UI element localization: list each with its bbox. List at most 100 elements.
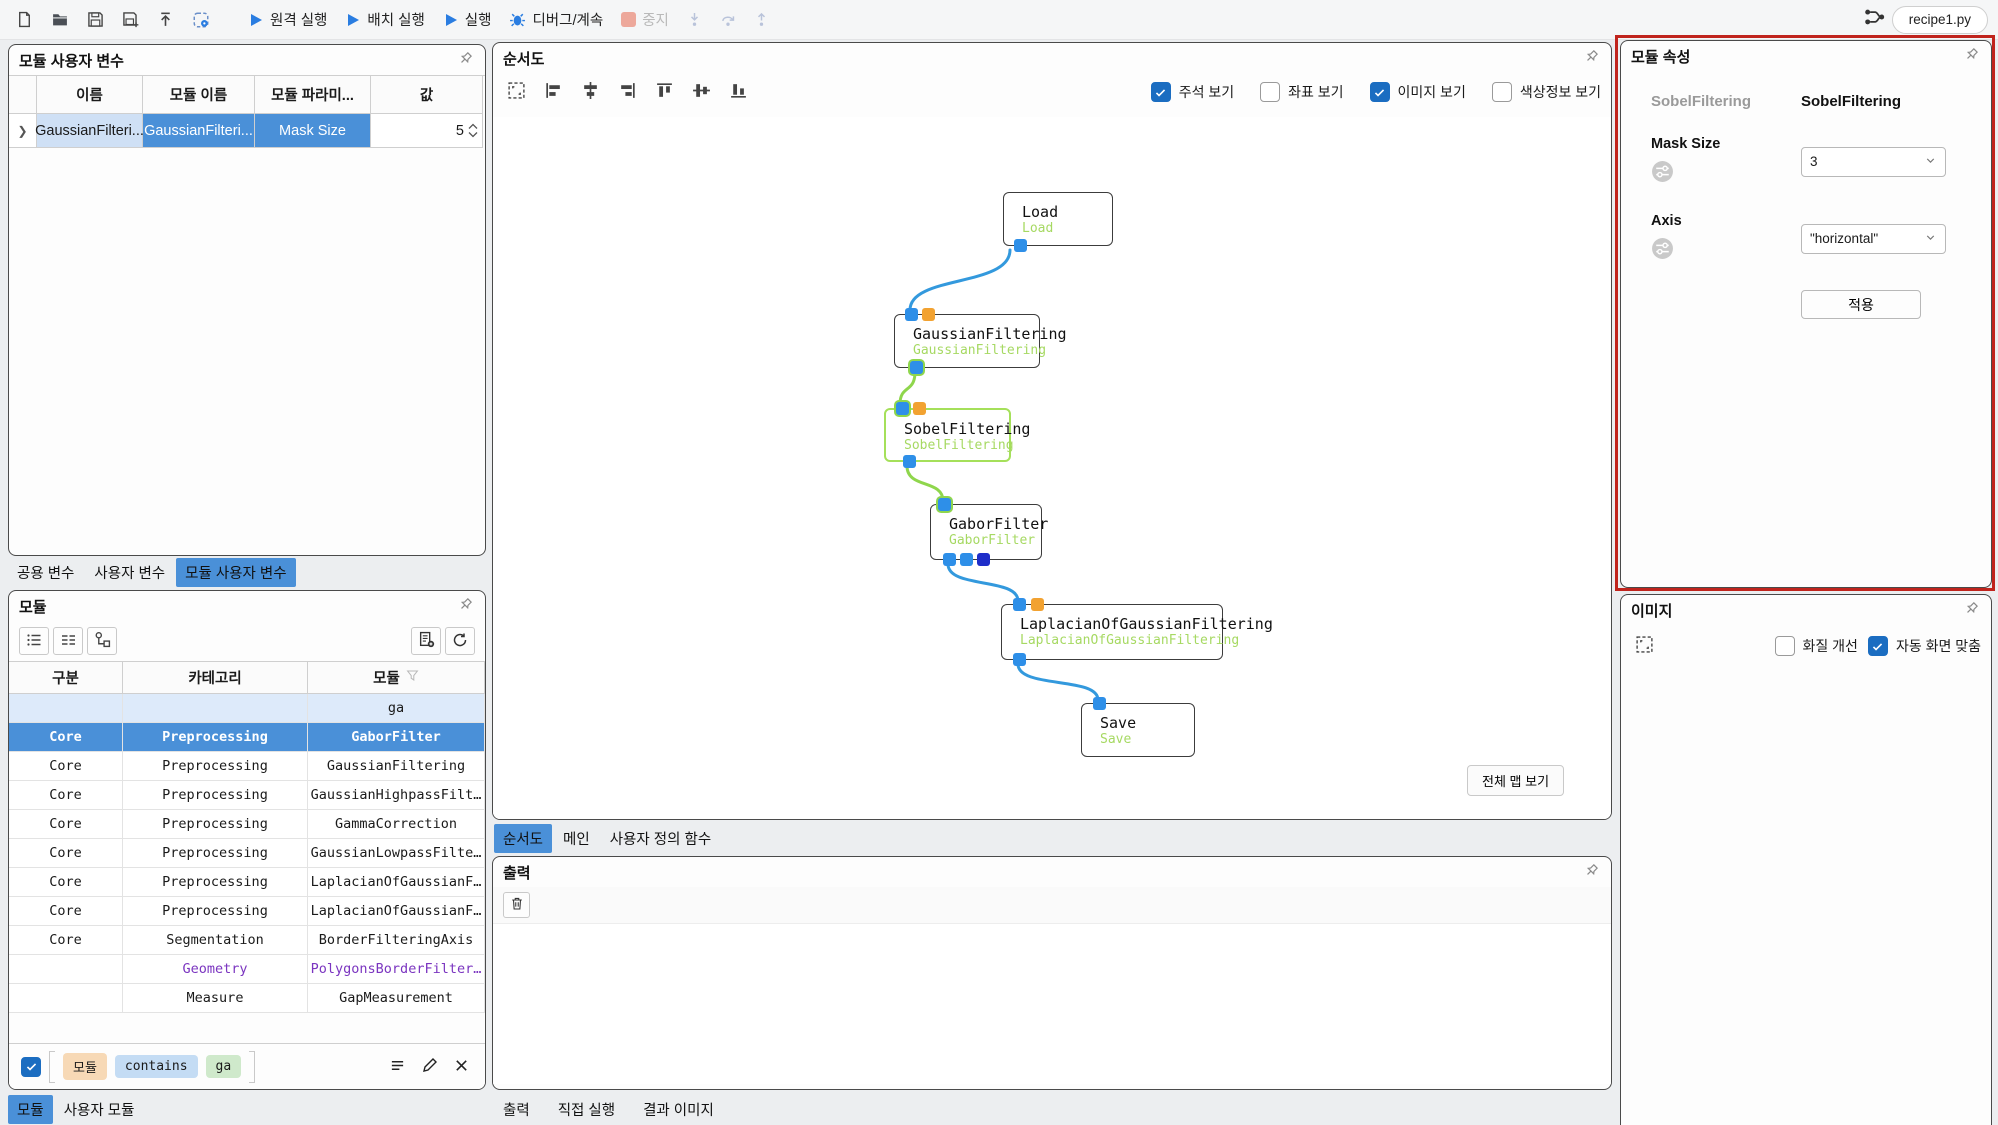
link-variable-icon[interactable]	[1651, 160, 1801, 187]
col-header[interactable]: 모듈	[308, 662, 485, 694]
input-port[interactable]	[896, 402, 909, 415]
table-row[interactable]: Segmentation	[123, 926, 308, 955]
table-row[interactable]: Preprocessing	[123, 781, 308, 810]
output-port[interactable]	[943, 553, 956, 566]
table-row[interactable]: GapMeasurement	[308, 984, 485, 1013]
fit-view-button[interactable]	[503, 79, 530, 105]
filter-op-chip[interactable]: contains	[114, 1055, 198, 1078]
output-port[interactable]	[910, 361, 923, 374]
table-row[interactable]: PolygonsBorderFilter…	[308, 955, 485, 984]
recipe-file-tab[interactable]: recipe1.py	[1891, 5, 1988, 34]
pin-icon[interactable]	[1582, 861, 1601, 883]
show-coords-checkbox[interactable]: 좌표 보기	[1260, 82, 1344, 102]
table-row[interactable]: LaplacianOfGaussianF…	[308, 897, 485, 926]
table-row[interactable]: Core	[9, 839, 123, 868]
input-port[interactable]	[905, 308, 918, 321]
input-port[interactable]	[1013, 598, 1026, 611]
align-bottom-button[interactable]	[725, 79, 752, 105]
var-param-cell[interactable]: Mask Size	[255, 114, 371, 148]
table-row[interactable]: Core	[9, 723, 123, 752]
tab-modules[interactable]: 모듈	[8, 1095, 53, 1124]
col-header[interactable]: 이름	[37, 76, 143, 114]
table-row[interactable]: Preprocessing	[123, 752, 308, 781]
pin-icon[interactable]	[1962, 45, 1981, 67]
align-top-button[interactable]	[651, 79, 678, 105]
table-row[interactable]: Preprocessing	[123, 723, 308, 752]
open-file-button[interactable]	[45, 5, 75, 35]
pin-icon[interactable]	[1582, 47, 1601, 69]
node-laplacian-of-gaussian[interactable]: LaplacianOfGaussianFiltering LaplacianOf…	[1001, 598, 1273, 666]
col-header[interactable]: 구분	[9, 662, 123, 694]
align-right-button[interactable]	[614, 79, 641, 105]
col-header[interactable]: 모듈 파라미...	[255, 76, 371, 114]
spinner-arrows-icon[interactable]	[468, 123, 478, 138]
tab-user-vars[interactable]: 사용자 변수	[94, 566, 166, 582]
save-button[interactable]	[81, 5, 110, 35]
remote-run-button[interactable]: 원격 실행	[242, 5, 333, 35]
filter-menu-button[interactable]	[385, 1056, 410, 1078]
align-center-button[interactable]	[577, 79, 604, 105]
tab-module-user-vars[interactable]: 모듈 사용자 변수	[176, 558, 296, 587]
row-expander-icon[interactable]: ❯	[17, 123, 28, 138]
table-row[interactable]: BorderFilteringAxis	[308, 926, 485, 955]
refresh-button[interactable]	[445, 627, 475, 655]
vars-table-row[interactable]: ❯ GaussianFilteri... GaussianFilteri... …	[9, 114, 485, 148]
col-header[interactable]: 모듈 이름	[143, 76, 255, 114]
output-content[interactable]	[493, 924, 1611, 1084]
filter-edit-button[interactable]	[418, 1055, 442, 1078]
table-row[interactable]: GammaCorrection	[308, 810, 485, 839]
detail-view-button[interactable]	[53, 627, 83, 655]
node-sobel-filtering[interactable]: SobelFiltering SobelFiltering	[884, 402, 1030, 468]
input-port[interactable]	[938, 498, 951, 511]
table-row[interactable]: Preprocessing	[123, 810, 308, 839]
tab-direct-run[interactable]: 직접 실행	[557, 1103, 616, 1119]
new-file-button[interactable]	[10, 5, 39, 35]
show-comments-checkbox[interactable]: 주석 보기	[1150, 82, 1234, 102]
param-port[interactable]	[922, 308, 935, 321]
filter-cell[interactable]	[123, 694, 308, 723]
table-row[interactable]: Core	[9, 810, 123, 839]
input-port[interactable]	[1093, 697, 1106, 710]
apply-button[interactable]: 적용	[1801, 290, 1921, 319]
tab-user-modules[interactable]: 사용자 모듈	[63, 1103, 135, 1119]
table-row[interactable]: LaplacianOfGaussianF…	[308, 868, 485, 897]
image-view-area[interactable]	[1621, 667, 1991, 1097]
node-gaussian-filtering[interactable]: GaussianFiltering GaussianFiltering	[894, 308, 1067, 374]
tab-common-vars[interactable]: 공용 변수	[17, 566, 75, 582]
filter-funnel-icon[interactable]	[406, 669, 419, 686]
col-header[interactable]: 값	[371, 76, 483, 114]
tab-flowchart[interactable]: 순서도	[494, 824, 553, 853]
tab-result-image[interactable]: 결과 이미지	[643, 1103, 714, 1119]
tab-user-functions[interactable]: 사용자 정의 함수	[609, 832, 712, 848]
list-view-button[interactable]	[19, 627, 49, 655]
table-row[interactable]: Core	[9, 868, 123, 897]
table-row[interactable]	[9, 955, 123, 984]
param-port[interactable]	[913, 402, 926, 415]
filter-enabled-checkbox[interactable]	[21, 1056, 41, 1077]
align-middle-button[interactable]	[688, 79, 715, 105]
flowchart-canvas[interactable]: Load Load GaussianFiltering GaussianFilt…	[493, 117, 1611, 819]
node-save[interactable]: Save Save	[1081, 697, 1195, 757]
filter-clear-button[interactable]	[450, 1056, 473, 1078]
node-load[interactable]: Load Load	[1003, 192, 1113, 252]
table-row[interactable]: Core	[9, 752, 123, 781]
table-row[interactable]: GaussianLowpassFilte…	[308, 839, 485, 868]
fit-image-button[interactable]	[1631, 633, 1658, 659]
output-port[interactable]	[960, 553, 973, 566]
col-header[interactable]: 카테고리	[123, 662, 308, 694]
table-row[interactable]: GaborFilter	[308, 723, 485, 752]
show-colorinfo-checkbox[interactable]: 색상정보 보기	[1491, 82, 1601, 102]
filter-cell[interactable]	[9, 694, 123, 723]
run-button[interactable]: 실행	[437, 5, 498, 35]
publish-button[interactable]	[151, 5, 180, 35]
table-row[interactable]	[9, 984, 123, 1013]
var-module-cell[interactable]: GaussianFilteri...	[143, 114, 255, 148]
run-settings-button[interactable]	[186, 5, 216, 35]
pin-icon[interactable]	[456, 49, 475, 71]
import-module-button[interactable]	[411, 627, 441, 655]
save-as-button[interactable]	[116, 5, 145, 35]
table-row[interactable]: Core	[9, 781, 123, 810]
table-row[interactable]: Measure	[123, 984, 308, 1013]
link-variable-icon[interactable]	[1651, 237, 1801, 264]
filter-cell[interactable]: ga	[308, 694, 485, 723]
